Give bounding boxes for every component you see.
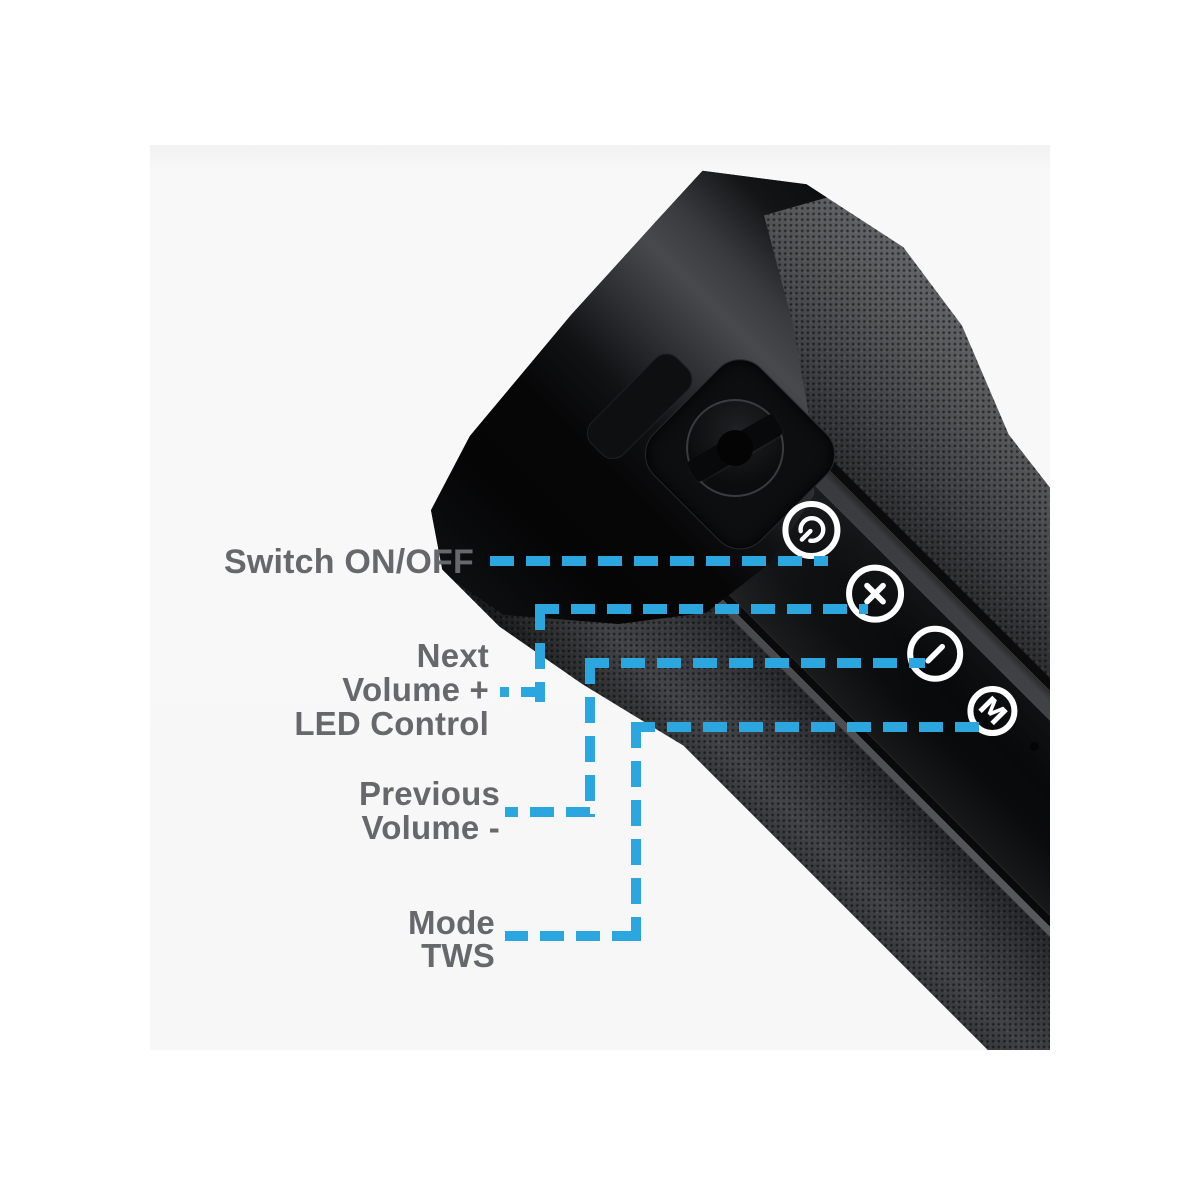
leader-line-next-connector bbox=[500, 687, 545, 697]
plus-icon bbox=[851, 570, 899, 618]
power-button bbox=[770, 489, 852, 571]
leader-line-previous-vertical bbox=[585, 658, 595, 817]
volume-down-button bbox=[896, 614, 975, 693]
speaker-body: M bbox=[344, 145, 1050, 1050]
callout-previous-line2: Volume - bbox=[361, 809, 500, 846]
leader-line-switch bbox=[490, 556, 828, 566]
leader-line-mode-vertical bbox=[631, 722, 641, 941]
dash-icon bbox=[913, 631, 958, 676]
leader-line-next-horizontal bbox=[535, 604, 868, 614]
leader-line-mode-connector bbox=[505, 931, 636, 941]
leader-line-previous-horizontal bbox=[585, 658, 925, 668]
callout-mode-line1: Mode bbox=[408, 904, 495, 941]
product-photo: M Switch ON/OFF Next Volume + LED Contro… bbox=[150, 145, 1050, 1050]
leader-line-previous-connector bbox=[505, 807, 590, 817]
volume-up-button bbox=[834, 553, 916, 635]
callout-mode-line2: TWS bbox=[421, 937, 495, 974]
power-icon bbox=[787, 506, 835, 554]
callout-previous-volume: Previous Volume - bbox=[359, 777, 500, 845]
leader-line-next-vertical bbox=[535, 604, 545, 702]
callout-previous-line1: Previous bbox=[359, 775, 500, 812]
leader-line-mode-horizontal bbox=[631, 722, 985, 732]
callout-switch-on-off: Switch ON/OFF bbox=[224, 544, 474, 580]
callout-next-line1: Next bbox=[416, 637, 489, 674]
callout-next-line3: LED Control bbox=[294, 705, 489, 742]
callout-next-line2: Volume + bbox=[342, 671, 489, 708]
callout-mode-tws: Mode TWS bbox=[408, 906, 495, 972]
callout-next-volume-led: Next Volume + LED Control bbox=[294, 639, 489, 741]
callout-switch-line1: Switch ON/OFF bbox=[223, 543, 474, 581]
